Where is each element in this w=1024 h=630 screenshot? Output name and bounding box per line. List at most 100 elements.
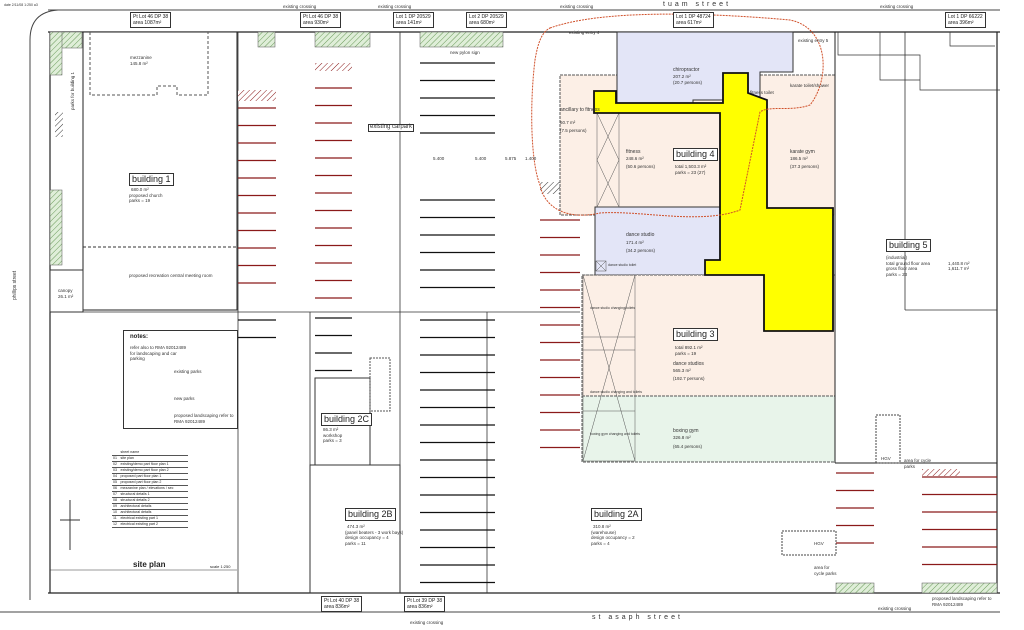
sheet-number: 08 <box>112 497 120 504</box>
sheet-name: existing/demo part floor plan 1 <box>119 461 188 468</box>
sheet-name: electrical existing part 1 <box>119 515 188 522</box>
changing-rooms-crosses <box>582 112 636 462</box>
fitness-toilet-label: fitness toilet <box>750 90 774 95</box>
building-1-outline <box>82 31 238 311</box>
building-2c-label: building 2C <box>321 413 373 426</box>
building-4-total: total 1,503.3 m² <box>675 164 707 169</box>
ancillary-label: ancillary to fitness <box>560 107 600 113</box>
sheet-name: architectural details <box>119 509 188 516</box>
building-1-area: 680.0 m² <box>131 187 149 192</box>
building-2c-area: 86.3 m² <box>323 427 339 432</box>
building-5-value2: 1,611.7 m² <box>948 266 970 271</box>
building-4-label: building 4 <box>673 148 718 161</box>
building-2a-use: (warehouse) <box>591 529 617 535</box>
parks-for-building-1: parks for building 1 <box>70 71 75 110</box>
building-2c-annex <box>369 357 391 412</box>
karate-gym-label: karate gym <box>790 149 815 155</box>
sheet-number: 06 <box>112 485 120 492</box>
legend-existing-parks: existing parks <box>174 369 202 374</box>
sheet-name: structural details 1 <box>119 491 188 498</box>
building-5-line2: gross floor area <box>886 266 918 271</box>
notes-title: notes: <box>130 334 148 340</box>
sheet-name: mezzanine plan / elevations / sec <box>119 485 188 492</box>
changing-label: dance studio changing and toilets <box>590 390 642 394</box>
entry-4-label: existing entry 4 <box>569 30 600 35</box>
drawing-scale: scale 1:250 <box>210 564 231 569</box>
pylon-sign-label: new pylon sign <box>450 50 480 55</box>
building-2b-use: (panel beaters - 3 work bays) <box>345 529 404 535</box>
dimension: 5.400 <box>475 156 487 161</box>
building-2b-label: building 2B <box>345 508 396 521</box>
hgv-bay-2 <box>781 530 837 556</box>
street-label-left: phillips street <box>12 270 18 300</box>
cycle-area-label: area for cycle parks <box>904 458 932 469</box>
crossing-label: existing crossing <box>410 620 444 625</box>
building-2b-occupancy: design occupancy = 4 <box>345 535 389 540</box>
sheet-name: proposed part floor plan 1 <box>119 473 188 480</box>
sheet-name: site plan <box>119 455 188 462</box>
canopy-label: canopy <box>58 288 73 293</box>
building-5-label: building 5 <box>886 239 931 252</box>
notes-line: refer also to RMA 92012489 for landscapi… <box>130 345 187 361</box>
building-2a-parks: parks = 4 <box>591 540 610 546</box>
dance-studio-label: dance studio <box>626 232 655 238</box>
dance-studio-toilet-label: dance studio toilet <box>608 263 637 267</box>
building-5-value1: 1,440.8 m² <box>948 260 970 266</box>
entry-5-label: existing entry 5 <box>798 38 829 43</box>
dimension: 1.400 <box>525 156 537 161</box>
karate-gym-area <box>759 74 836 216</box>
boxing-gym-area <box>581 395 836 463</box>
mezzanine-area: 145.8 m² <box>130 61 148 66</box>
hgv-label: HGV <box>881 456 891 461</box>
hgv-label: HGV <box>814 541 824 546</box>
building-1-parks: parks = 19 <box>129 198 151 203</box>
dance-studio-area-value: 171.4 m² <box>626 240 644 245</box>
building-2a-label: building 2A <box>591 508 642 521</box>
building-2b-parks: parks = 11 <box>345 540 366 546</box>
building-3-parks: parks = 19 <box>675 351 697 356</box>
sheet-number: 04 <box>112 473 120 480</box>
chiropractor-area-value: 207.2 m² <box>673 74 691 79</box>
building-5-line1: total ground floor area <box>886 260 931 266</box>
legend-new-parks: new parks <box>174 396 195 401</box>
building-3-label: building 3 <box>673 328 718 341</box>
sheet-number: 12 <box>112 521 120 528</box>
sheet-number: 05 <box>112 479 120 486</box>
street-label-bottom: st asaph street <box>592 614 683 621</box>
yellow-highlight-area <box>593 72 834 332</box>
building-2b-area: 474.3 m² <box>347 524 365 529</box>
boxing-gym-area-value: 326.8 m² <box>673 435 691 440</box>
existing-carpark-label: existing carpark <box>368 124 415 132</box>
building-2c-parks: parks = 3 <box>323 438 342 443</box>
chiropractor-label: chiropractor <box>673 67 700 73</box>
building-4-parks: parks = 23 (27) <box>675 170 706 175</box>
karate-gym-persons: (37.3 persons) <box>790 164 820 169</box>
building-1-lower-use: proposed recreation central meeting room <box>129 273 213 278</box>
dimension: 5.875 <box>505 156 517 161</box>
landscaping-areas <box>49 31 998 594</box>
chiropractor-persons: (20.7 persons) <box>673 80 703 85</box>
sheet-number: 02 <box>112 461 120 468</box>
building-2a-area: 310.8 m² <box>593 524 611 529</box>
dance-studios-persons: (192.7 persons) <box>673 376 705 381</box>
landscaping-label: proposed landscaping refer to RMA 920124… <box>932 596 992 607</box>
revision-cloud <box>531 13 824 218</box>
